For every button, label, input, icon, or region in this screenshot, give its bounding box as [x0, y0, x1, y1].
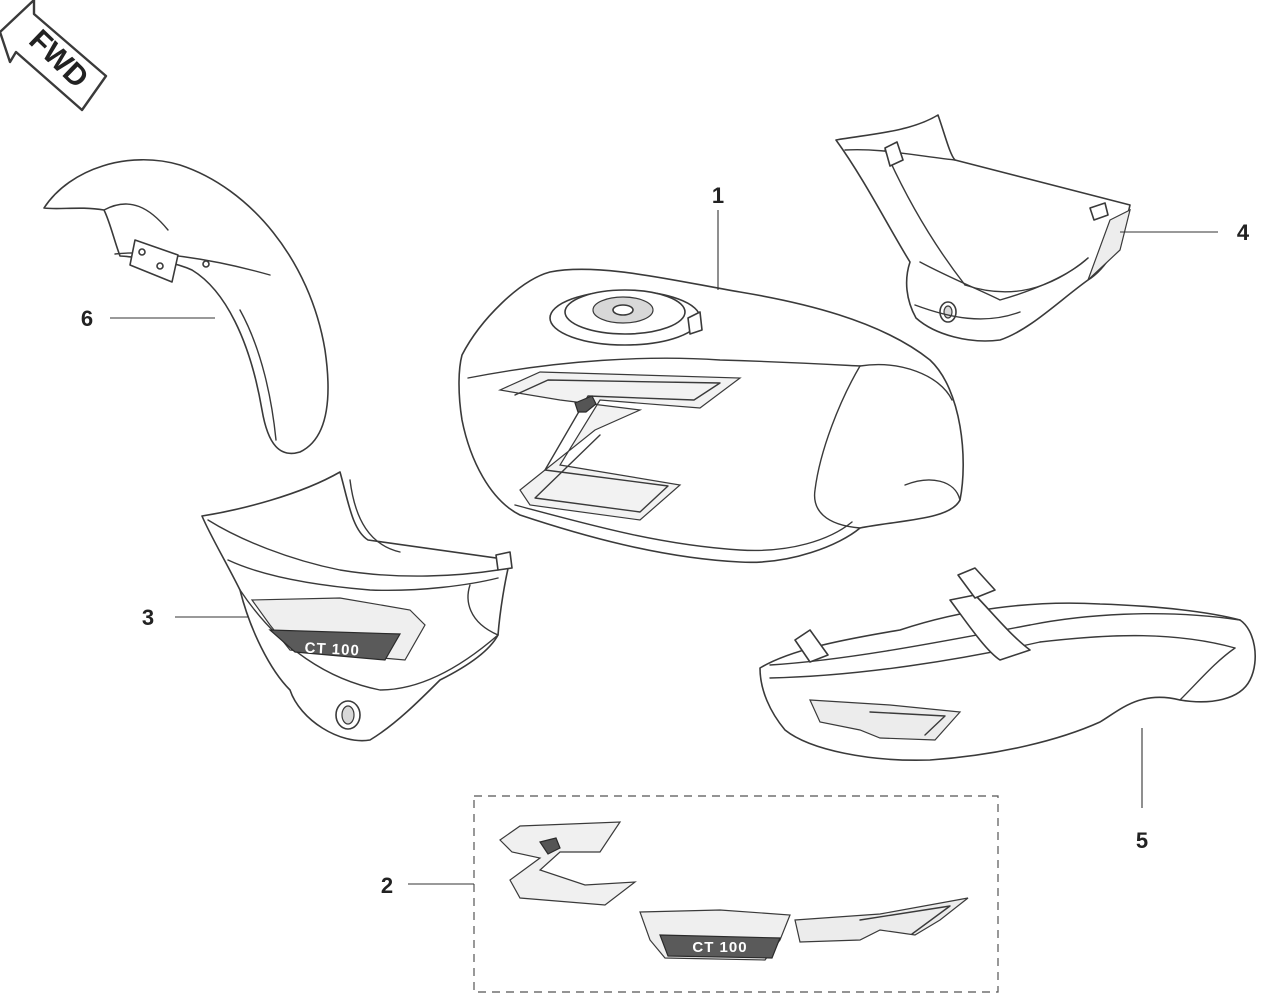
- left-side-cover: CT 100: [201, 471, 513, 742]
- decal-kit: CT 100: [473, 795, 999, 993]
- forward-arrow-icon: FWD: [0, 0, 108, 112]
- callout-3: 3: [142, 605, 154, 630]
- callout-6: 6: [81, 306, 93, 331]
- callout-4: 4: [1237, 220, 1250, 245]
- fuel-tank: [458, 268, 964, 564]
- tail-cowl: [759, 567, 1256, 762]
- decal-model-text-kit: CT 100: [692, 939, 747, 956]
- callout-5: 5: [1136, 828, 1148, 853]
- callout-1: 1: [712, 183, 724, 208]
- decal-model-text-side: CT 100: [304, 640, 360, 660]
- leader-lines: [110, 210, 1218, 885]
- right-side-cover: [835, 114, 1131, 342]
- decal-kit-box: [473, 795, 999, 993]
- front-fender: [43, 158, 329, 455]
- callout-2: 2: [381, 873, 393, 898]
